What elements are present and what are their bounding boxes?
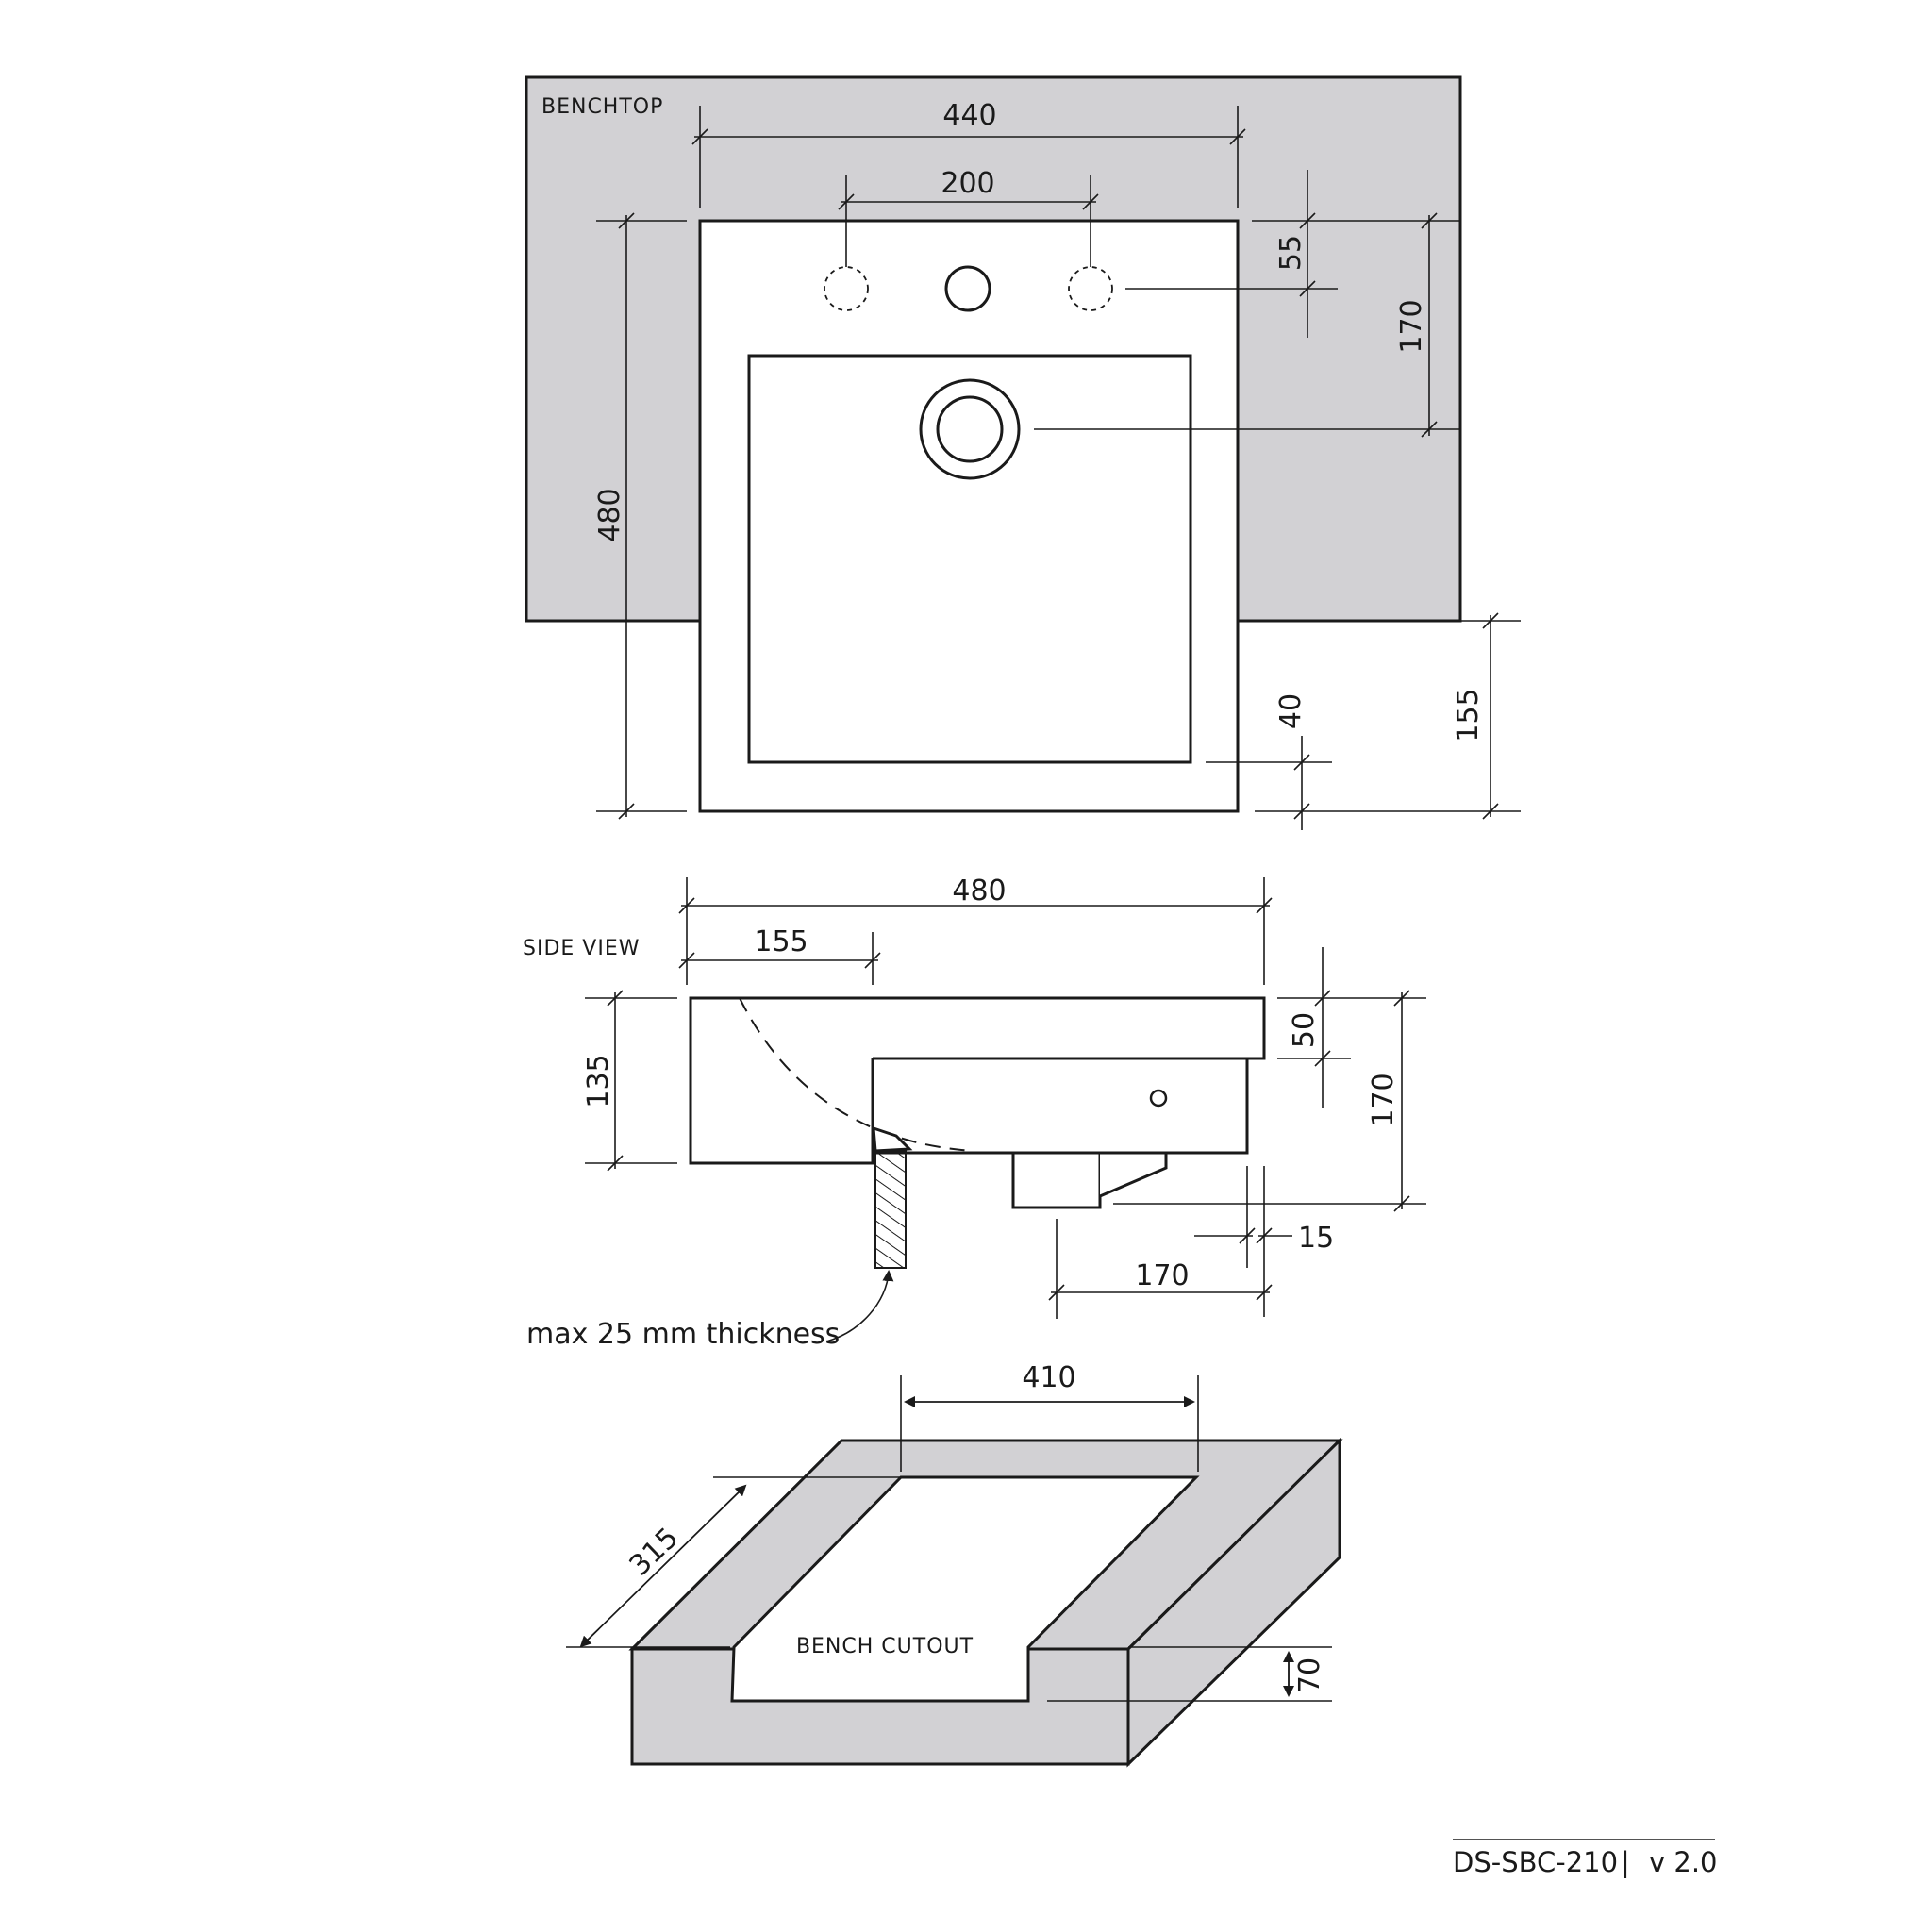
dim-440-label: 440 [942,99,996,132]
benchtop-label: BENCHTOP [541,95,663,119]
dim-15-label: 15 [1298,1222,1334,1255]
document-footer: DS-SBC-210 | v 2.0 [1453,1839,1718,1878]
top-view: BENCHTOP 440 200 [525,75,1521,830]
document-code: DS-SBC-210 [1453,1846,1618,1878]
dim-170-side-vertical [1113,990,1426,1212]
tap-hole-center [944,265,991,312]
dim-480-side [678,877,1273,985]
dim-155-top [1460,612,1521,820]
waste-inner [936,395,1004,463]
tap-hole-left [824,266,869,311]
dim-440 [691,106,1246,208]
dim-135 [585,990,677,1172]
thickness-leader [825,1270,894,1342]
dim-170-top [1034,212,1460,438]
bracket [872,1125,913,1153]
waste-body [1011,1151,1102,1209]
document-version: v 2.0 [1649,1846,1718,1878]
side-view-label: SIDE VIEW [523,937,640,960]
bench-cutout-opening [730,1475,1200,1703]
basin-profile [689,996,1266,1165]
dim-410 [900,1375,1199,1472]
dim-155-top-label: 155 [1452,688,1485,741]
dim-70 [1047,1646,1332,1702]
waste-spout [1099,1151,1168,1198]
dim-480-top [596,212,687,820]
dim-135-label: 135 [582,1054,615,1108]
dim-70-label: 70 [1293,1657,1326,1693]
dim-170-side-horizontal [1048,1219,1273,1319]
dim-55-label: 55 [1274,235,1307,271]
dim-170-top-label: 170 [1395,299,1428,353]
dim-40 [1206,736,1521,830]
dim-480-top-label: 480 [593,488,626,541]
document-separator: | [1621,1846,1630,1878]
dim-200-label: 200 [941,167,994,200]
dim-15 [1194,1166,1292,1317]
dim-200 [838,175,1099,267]
thickness-note: max 25 mm thickness [526,1318,840,1351]
dim-315 [566,1476,901,1648]
cutout-view: BENCH CUTOUT 410 315 70 [566,1361,1343,1768]
dim-50-label: 50 [1288,1012,1321,1048]
bowl-curve [739,997,974,1152]
side-view: SIDE VIEW max 25 mm thickness 480 [523,874,1426,1351]
slab-side-face [1126,1437,1341,1768]
bench-section [874,1150,907,1269]
dim-55 [1125,170,1460,338]
tap-hole-right [1068,266,1113,311]
dim-170-side-horizontal-label: 170 [1135,1259,1189,1292]
overflow-hole [1149,1089,1168,1108]
dim-155-side [678,932,881,985]
dim-315-label: 315 [624,1522,686,1583]
bench-cutout-label: BENCH CUTOUT [796,1635,974,1658]
dim-480-side-label: 480 [952,874,1006,908]
dim-155-side-label: 155 [754,925,808,958]
dim-40-label: 40 [1274,693,1307,729]
dim-170-side-vertical-label: 170 [1367,1073,1400,1126]
dim-410-label: 410 [1022,1361,1075,1394]
